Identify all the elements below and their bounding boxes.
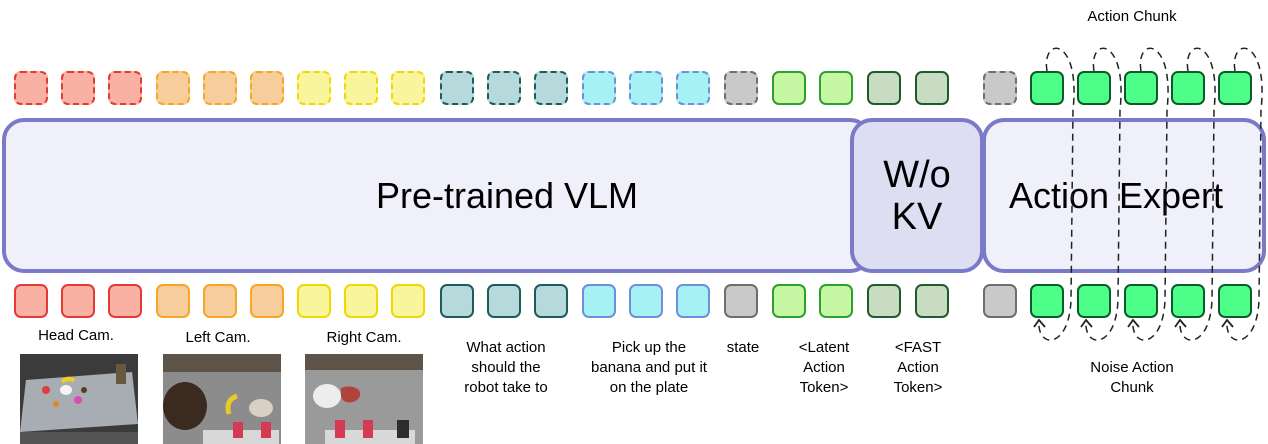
action-loop-arrowhead-1 (1033, 318, 1046, 328)
bottom-action-token (1124, 284, 1158, 318)
bottom-prompt-token (534, 284, 568, 318)
bottom-latent-token (772, 284, 806, 318)
top-prompt-token (440, 71, 474, 105)
top-task-token (582, 71, 616, 105)
bottom-left-token (156, 284, 190, 318)
bottom-right-token (344, 284, 378, 318)
action-loop-arrowhead-2 (1080, 318, 1093, 328)
top-prompt-token (534, 71, 568, 105)
top-fast-token (867, 71, 901, 105)
action-expert-block: Action Expert (982, 118, 1266, 273)
top-action-token (1218, 71, 1252, 105)
top-state-token (724, 71, 758, 105)
top-right-token (344, 71, 378, 105)
left-cam-label: Left Cam. (185, 329, 251, 346)
top-left-token (203, 71, 237, 105)
top-head-token (14, 71, 48, 105)
action-loop-arrowhead-5 (1221, 318, 1234, 328)
action-loop-arrowhead-4 (1174, 318, 1187, 328)
action-expert-label: Action Expert (1008, 174, 1224, 216)
top-left-token (250, 71, 284, 105)
bottom-action-token (1030, 284, 1064, 318)
top-head-token (108, 71, 142, 105)
bottom-head-token (61, 284, 95, 318)
bottom-fast-token (867, 284, 901, 318)
action-loop-3 (1132, 47, 1169, 341)
task-label: Pick up the banana and put it on the pla… (591, 339, 707, 396)
bottom-task-token (582, 284, 616, 318)
top-action-token (1124, 71, 1158, 105)
head-cam-image (20, 354, 138, 444)
bottom-state-token (983, 284, 1017, 318)
wo-kv-label: W/o KV (883, 153, 951, 238)
prompt-label: What action should the robot take to (464, 339, 548, 396)
state-label: state (726, 339, 760, 356)
bottom-action-token (1077, 284, 1111, 318)
pretrained-vlm-label: Pre-trained VLM (375, 174, 639, 216)
top-head-token (61, 71, 95, 105)
bottom-task-token (676, 284, 710, 318)
top-task-token (629, 71, 663, 105)
bottom-fast-token (915, 284, 949, 318)
bottom-state-token (724, 284, 758, 318)
bottom-left-token (250, 284, 284, 318)
top-prompt-token (487, 71, 521, 105)
noise-chunk-label: Noise Action Chunk (1090, 359, 1174, 396)
top-action-token (1077, 71, 1111, 105)
pretrained-vlm-block: Pre-trained VLM (2, 118, 872, 273)
action-loop-1 (1038, 47, 1075, 341)
fast-label: <FAST Action Token> (893, 339, 943, 396)
bottom-head-token (108, 284, 142, 318)
top-latent-token (772, 71, 806, 105)
top-latent-token (819, 71, 853, 105)
top-left-token (156, 71, 190, 105)
top-action-token (1030, 71, 1064, 105)
bottom-right-token (297, 284, 331, 318)
bottom-head-token (14, 284, 48, 318)
bottom-prompt-token (487, 284, 521, 318)
left-cam-image (163, 354, 281, 444)
right-cam-image (305, 354, 423, 444)
action-loop-5 (1226, 47, 1263, 341)
bottom-task-token (629, 284, 663, 318)
bottom-left-token (203, 284, 237, 318)
top-action-token (1171, 71, 1205, 105)
action-chunk-label: Action Chunk (1087, 8, 1177, 25)
top-right-token (297, 71, 331, 105)
head-cam-label: Head Cam. (38, 327, 114, 344)
top-right-token (391, 71, 425, 105)
top-fast-token (915, 71, 949, 105)
top-state-token (983, 71, 1017, 105)
bottom-prompt-token (440, 284, 474, 318)
latent-label: <Latent Action Token> (798, 339, 850, 396)
action-loop-arrowhead-3 (1127, 318, 1140, 328)
action-loop-4 (1179, 47, 1216, 341)
wo-kv-block: W/o KV (850, 118, 984, 273)
top-task-token (676, 71, 710, 105)
bottom-action-token (1218, 284, 1252, 318)
action-loop-2 (1085, 47, 1122, 341)
bottom-right-token (391, 284, 425, 318)
right-cam-label: Right Cam. (326, 329, 402, 346)
bottom-action-token (1171, 284, 1205, 318)
bottom-latent-token (819, 284, 853, 318)
